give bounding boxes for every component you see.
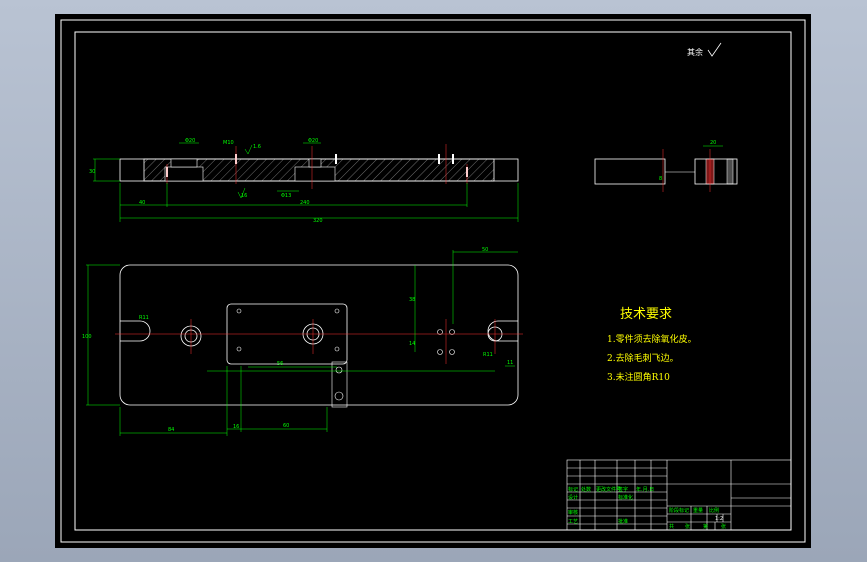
- plan-dim-r-left: R11: [139, 315, 149, 321]
- title-block-labels: 标记 处数 更改文件号 签字 年.月.日 设计 标准化 审核 工艺 批准 阶段标…: [568, 486, 726, 530]
- tb-label-sheet: 张: [721, 523, 726, 530]
- dim-mid-pocket: Φ20: [308, 138, 318, 144]
- tb-label-date: 年.月.日: [636, 486, 654, 493]
- tb-label-total: 共: [669, 523, 674, 530]
- roughness-label: 其余: [687, 47, 703, 57]
- plan-dim-mid: 56: [277, 361, 283, 367]
- tb-label-scale: 比例: [709, 507, 719, 514]
- tech-req-item-1: 1.零件须去除氧化皮。: [607, 333, 697, 345]
- side-dim-right: 8: [659, 176, 662, 182]
- top-view: 320 40 240 30 Φ20 Φ20 M10 1.6 16 Φ13: [89, 138, 519, 224]
- side-dim-top: 20: [710, 140, 716, 146]
- tb-label-stage: 阶段标记: [669, 507, 689, 514]
- tb-label-std: 标准化: [618, 494, 633, 501]
- plan-dim-right-h: 38: [409, 297, 415, 303]
- cad-canvas: 其余 320 40 240: [60, 19, 806, 543]
- dim-bottom-b: 240: [300, 200, 310, 206]
- technical-requirements: 技术要求 1.零件须去除氧化皮。 2.去除毛刺飞边。 3.未注圆角R10: [607, 307, 697, 383]
- inner-frame: [74, 31, 792, 531]
- tech-req-heading: 技术要求: [620, 307, 672, 322]
- tb-label-sign: 签字: [618, 486, 628, 493]
- tb-label-approve: 批准: [618, 518, 628, 525]
- plan-dim-total-h: 100: [82, 334, 92, 340]
- tb-label-process: 工艺: [568, 519, 578, 525]
- roughness-symbol: 其余: [687, 42, 722, 57]
- plan-view: 100 50 38 14 56 84 16 60 R11 R11 11: [82, 247, 523, 436]
- outer-frame: [60, 19, 806, 543]
- tb-label-weight: 重量: [693, 507, 703, 514]
- tech-req-item-3: 3.未注圆角R10: [607, 371, 670, 383]
- dim-depth: 16: [241, 193, 247, 199]
- plan-dim-right-w: 50: [482, 247, 488, 253]
- tb-label-count: 处数: [581, 486, 591, 493]
- plan-dim-bottom-small: 16: [233, 424, 239, 430]
- side-view: 20 8: [594, 140, 738, 192]
- dim-mid-width: Φ13: [281, 193, 291, 199]
- plan-dim-side-h: 14: [409, 341, 415, 347]
- tb-label-file: 更改文件号: [596, 486, 621, 493]
- plan-dim-bottom-left: 84: [168, 427, 174, 433]
- dim-height: 30: [89, 169, 95, 175]
- plan-dim-right-small: 11: [507, 360, 513, 366]
- dim-total: 320: [313, 218, 323, 224]
- plan-dim-r-right: R11: [483, 352, 493, 358]
- dim-rough: 1.6: [253, 144, 261, 150]
- drawing-sheet: 其余 320 40 240: [55, 14, 811, 548]
- dim-left-pocket: Φ20: [185, 138, 195, 144]
- tech-req-item-2: 2.去除毛刺飞边。: [607, 352, 679, 364]
- tb-label-design: 设计: [568, 494, 578, 501]
- tb-label-mark: 标记: [568, 486, 578, 493]
- tb-label-no: 第: [703, 523, 708, 530]
- tb-label-review: 审核: [568, 509, 578, 516]
- dim-hole-label: M10: [223, 140, 234, 146]
- tb-label-sheets: 张: [685, 523, 690, 530]
- tb-scale-value: 1:2: [715, 516, 723, 522]
- dim-bottom-a: 40: [139, 200, 145, 206]
- title-block: [566, 459, 792, 531]
- plan-dim-bottom-right: 60: [283, 423, 289, 429]
